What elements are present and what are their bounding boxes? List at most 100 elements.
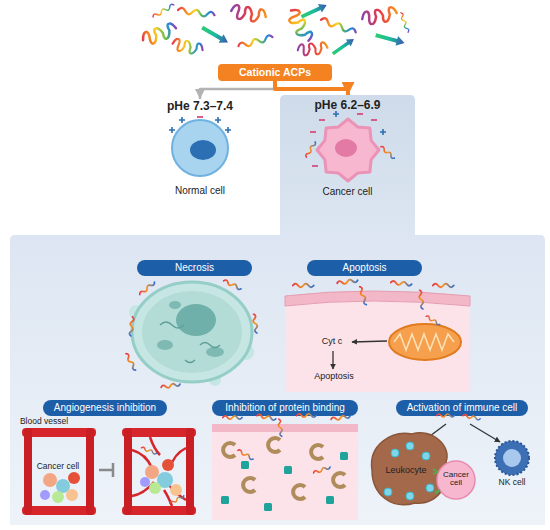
mechanism-pill: Apoptosis <box>307 260 422 276</box>
blood-vessel <box>186 428 194 515</box>
cancer-cell <box>66 489 78 501</box>
granule <box>406 492 414 500</box>
peptide-chain <box>399 12 409 33</box>
cell-bleb <box>209 374 221 386</box>
peptide <box>125 353 137 371</box>
peptide-strand <box>200 23 231 47</box>
normal-cell <box>172 120 228 176</box>
connector-arrow <box>200 81 275 99</box>
granule <box>406 442 414 450</box>
cristae <box>394 334 454 350</box>
peptide-helix <box>361 6 398 25</box>
peptide <box>237 449 254 460</box>
mechanism-pill: Activation of immune cell <box>396 400 528 416</box>
organelle <box>206 347 224 357</box>
negative-charge <box>310 114 377 166</box>
peptide-helix <box>285 7 314 44</box>
mechanism-pill: Necrosis <box>137 260 252 276</box>
cell-nucleus <box>335 139 357 157</box>
blood-vessel <box>22 428 96 437</box>
peptide-chain <box>152 3 175 18</box>
cytoplasm <box>285 301 470 392</box>
peptide <box>169 495 184 505</box>
blood-vessel <box>22 506 96 515</box>
peptide-helix <box>230 4 267 23</box>
activation-arrow <box>470 424 500 442</box>
band-outline <box>10 95 545 525</box>
peptide <box>252 314 258 333</box>
cancer-cell <box>52 491 64 503</box>
cell-membrane <box>285 291 470 306</box>
receptor <box>433 469 440 494</box>
peptide-strand <box>374 30 406 47</box>
granule <box>422 452 430 460</box>
nk-cell <box>495 441 529 475</box>
mechanism-title: Apoptosis <box>307 260 422 276</box>
mechanism-title: Necrosis <box>137 260 252 276</box>
cell-label: Normal cell <box>150 185 250 197</box>
peptide-helix <box>297 42 328 56</box>
peptide <box>277 419 283 437</box>
binding-partner <box>284 466 292 474</box>
cancer-cell <box>437 461 475 499</box>
peptide <box>305 141 316 158</box>
peptide <box>391 281 412 286</box>
peptide <box>223 416 242 419</box>
release-arrow <box>352 341 387 342</box>
mechanism-title: Inhibition of protein binding <box>212 400 358 416</box>
peptide <box>437 414 455 417</box>
peptide <box>463 414 481 420</box>
peptide <box>425 315 440 325</box>
cell-nucleus <box>503 449 521 467</box>
binding-partner <box>340 452 348 460</box>
peptide-chain <box>238 35 273 49</box>
reticulum <box>160 322 220 363</box>
peptide <box>331 415 350 421</box>
binding-partner <box>241 461 249 469</box>
mechanism-pill: Inhibition of protein binding <box>212 400 358 416</box>
peptide <box>380 146 395 160</box>
cytoplasm <box>212 432 358 520</box>
granule <box>426 484 434 492</box>
cell-membrane <box>212 424 358 432</box>
peptide-strand <box>299 1 328 21</box>
cancer-cell <box>157 472 173 488</box>
new-vessel <box>132 437 186 506</box>
peptide-helix <box>171 38 203 56</box>
peptide <box>418 290 424 309</box>
cell-bleb <box>129 305 143 319</box>
leukocyte <box>372 433 448 505</box>
blood-vessel <box>86 428 94 515</box>
cancer-cell <box>56 479 70 493</box>
cancer-cell <box>68 472 80 484</box>
peptide <box>257 414 276 420</box>
normal-cell-group: pHe 7.3–7.4Normal cell <box>150 99 250 199</box>
cancer-cell <box>40 490 50 500</box>
mechanism-title: Angiogenesis inhibition <box>43 400 167 416</box>
ph-label: pHe 6.2–6.9 <box>280 98 415 112</box>
band-shape <box>10 95 545 525</box>
cell-label: Cancer cell <box>280 186 415 198</box>
peptide <box>161 383 180 389</box>
peptide-helix <box>141 22 179 47</box>
box-title: Cationic ACPs <box>218 64 332 81</box>
cancer-band: pHe 6.2–6.9Cancer cellNecrosis ApoptosisA… <box>10 95 545 525</box>
blood-vessel <box>122 428 196 437</box>
signal-arrow <box>332 351 333 369</box>
ph-label: pHe 7.3–7.4 <box>150 99 250 113</box>
cancer-cell <box>140 477 150 487</box>
organelle <box>169 301 181 309</box>
binding-partner <box>326 496 334 504</box>
peptide <box>337 279 358 285</box>
peptide <box>129 317 134 336</box>
peptide-chain <box>178 7 215 18</box>
cancer-cell <box>162 459 174 471</box>
blood-vessel <box>122 506 196 515</box>
target-protein <box>223 438 345 499</box>
granule <box>391 449 399 457</box>
cancer-cell <box>170 484 182 496</box>
peptide <box>433 284 454 287</box>
peptide-box: Cationic ACPs <box>218 64 332 81</box>
peptide <box>223 279 242 290</box>
cancer-cell <box>149 482 161 494</box>
